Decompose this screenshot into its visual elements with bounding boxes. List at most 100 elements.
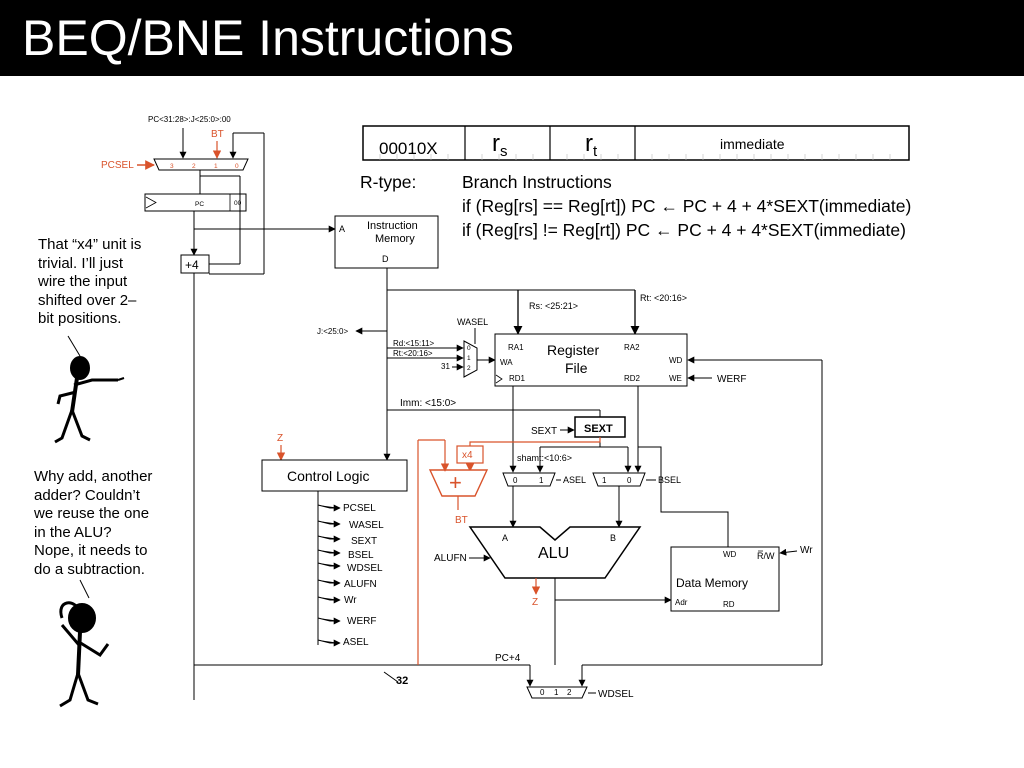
alu-a-label: A [502, 533, 508, 543]
sext-label: SEXT [531, 426, 557, 437]
control-logic-title: Control Logic [287, 468, 370, 484]
pc4-label: PC+4 [495, 653, 521, 664]
wasel-label: WASEL [457, 317, 488, 327]
regfile-ra1: RA1 [508, 343, 524, 352]
alu-group: A B ALU ALUFN Z [434, 526, 672, 665]
sext-box-label: SEXT [584, 423, 613, 435]
plus4-label: +4 [185, 258, 199, 272]
dmem-wr-label: Wr [800, 545, 813, 556]
const-31-label: 31 [441, 362, 450, 371]
j-field-label: J:<25:0> [317, 327, 348, 336]
ctrl-signal-asel: ASEL [343, 637, 369, 648]
pcsel-input-3: 3 [170, 163, 174, 170]
register-file-box [494, 333, 688, 387]
imem-label-1: Instruction [367, 220, 418, 232]
wdsel-mux [526, 686, 588, 699]
imm-field-label: Imm: <15:0> [400, 398, 456, 409]
branch-adder-group: x4 + BT Z [276, 433, 601, 665]
asel-mux-group: 0 1 ASEL [502, 472, 586, 528]
alu-b-label: B [610, 533, 616, 543]
bsel-mux-group: 1 0 BSEL [592, 472, 681, 528]
title-bar: BEQ/BNE Instructions [0, 0, 1024, 76]
immediate-field: immediate [720, 136, 785, 152]
rt-field-label: Rt: <20:16> [640, 293, 687, 303]
regfile-label-2: File [565, 360, 588, 376]
pcsel-input-1: 1 [214, 163, 218, 170]
branch-bt-label: BT [455, 515, 468, 526]
dmem-label: Data Memory [676, 576, 748, 590]
regfile-rd1: RD1 [509, 374, 526, 383]
sext-group: SEXT SEXT shamt:<10:6> [517, 416, 632, 473]
alu-z-label: Z [532, 597, 538, 608]
ctrl-signal-wasel: WASEL [349, 520, 384, 531]
bsel-label: BSEL [658, 475, 681, 485]
shamt-label: shamt:<10:6> [517, 453, 572, 463]
bsel-mux [592, 472, 646, 487]
wasel-input-0: 0 [467, 345, 471, 352]
ctrl-signal-alufn: ALUFN [344, 579, 377, 590]
pointing-figure-icon [54, 335, 125, 444]
instruction-format: 00010X rs rt immediate [362, 125, 910, 161]
regfile-ra2: RA2 [624, 343, 640, 352]
bne-definition: if (Reg[rs] != Reg[rt]) PC ← PC + 4 + 4*… [462, 220, 906, 240]
thinking-figure-icon [59, 579, 110, 708]
x4-note: That “x4” unit is trivial. I’ll just wir… [38, 236, 142, 328]
control-logic-box [261, 459, 408, 492]
wdsel-input-1: 1 [554, 688, 559, 697]
imem-d-label: D [382, 254, 389, 264]
regfile-rd2: RD2 [624, 374, 641, 383]
pcsel-label: PCSEL [101, 160, 134, 171]
x4-label: x4 [462, 450, 473, 461]
alufn-label: ALUFN [434, 553, 467, 564]
dmem-wd-label: WD [723, 550, 737, 559]
rs-field: rs [492, 130, 508, 160]
wdsel-input-0: 0 [540, 688, 545, 697]
alu-label: ALU [538, 545, 569, 562]
regfile-label-1: Register [547, 342, 599, 358]
pc-section: PC<31:28>:J<25:0>:00 BT 3 2 1 0 PCSEL PC… [101, 115, 534, 700]
asel-input-1: 1 [539, 476, 544, 485]
ctrl-signal-pcsel: PCSEL [343, 503, 376, 514]
dmem-adr-label: Adr [675, 598, 688, 607]
control-logic-group: Control Logic PCSEL WASEL SEXT BSEL WDSE… [261, 459, 408, 648]
pcsel-input-0: 0 [235, 163, 239, 170]
data-memory: Data Memory WD R/W Wr Adr RD [670, 545, 813, 612]
regfile-wd: WD [669, 356, 683, 365]
bt-label: BT [211, 129, 224, 140]
pcsel-mux [153, 158, 249, 171]
rs-field-label: Rs: <25:21> [529, 301, 578, 311]
instruction-memory: Instruction Memory A D [334, 215, 439, 269]
data-memory-box [670, 546, 780, 612]
ctrl-signal-sext: SEXT [351, 536, 377, 547]
pcsel-input-2: 2 [192, 163, 196, 170]
rt-field: rt [585, 130, 598, 160]
branch-adder-plus: + [449, 470, 462, 495]
wdsel-input-2: 2 [567, 688, 572, 697]
regfile-we: WE [669, 374, 682, 383]
instruction-memory-box [334, 215, 439, 269]
opcode-field: 00010X [379, 139, 438, 158]
regfile-clock-icon [495, 374, 503, 384]
bsel-input-1: 1 [602, 476, 607, 485]
asel-mux [502, 472, 556, 487]
rt2-field-label: Rt:<20:16> [393, 349, 433, 358]
wasel-input-1: 1 [467, 355, 471, 362]
asel-input-0: 0 [513, 476, 518, 485]
wasel-mux-group: WASEL 0 1 2 [457, 317, 496, 378]
branch-adder [428, 469, 489, 497]
ctrl-signal-bsel: BSEL [348, 550, 374, 561]
dmem-rd-label: RD [723, 600, 735, 609]
imem-a-label: A [339, 224, 345, 234]
ctrl-signal-wr: Wr [344, 595, 357, 606]
pc-reset-label: 00 [234, 200, 242, 207]
pc-register [144, 193, 247, 212]
bsel-input-0: 0 [627, 476, 632, 485]
pc-label: PC [195, 201, 204, 208]
pc-concat-label: PC<31:28>:J<25:0>:00 [148, 115, 231, 124]
adder-note: Why add, another adder? Couldn’t we reus… [34, 468, 153, 578]
wdsel-label: WDSEL [598, 689, 634, 700]
ctrl-signal-wdsel: WDSEL [347, 563, 383, 574]
bus-width-label: 32 [396, 675, 408, 687]
clock-icon [145, 196, 157, 209]
